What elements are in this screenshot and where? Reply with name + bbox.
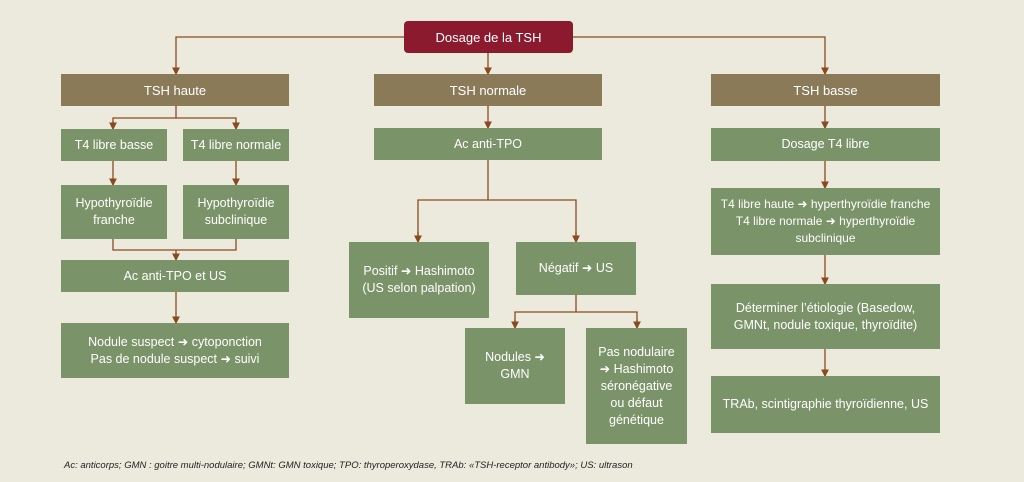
hypothyroid-subclinical-node: Hypothyroïdie subclinique [183,185,289,239]
etiology-node: Déterminer l’étiologie (Basedow, GMNt, n… [711,284,940,349]
root-node: Dosage de la TSH [404,21,573,53]
tsh-normal-header: TSH normale [374,74,602,106]
hypothyroid-frank-node: Hypothyroïdie franche [61,185,167,239]
no-nodule-node: Pas nodulaire ➜ Hashimoto séronégative o… [586,328,687,444]
t4-normal-node: T4 libre normale [183,129,289,161]
hyperthyroid-node: T4 libre haute ➜ hyperthyroïdie franche … [711,188,940,255]
nodule-followup-node: Nodule suspect ➜ cytoponction Pas de nod… [61,323,289,378]
t4-low-node: T4 libre basse [61,129,167,161]
ac-tpo-us-node: Ac anti-TPO et US [61,260,289,292]
footnote: Ac: anticorps; GMN : goitre multi-nodula… [64,460,633,471]
tsh-high-header: TSH haute [61,74,289,106]
negative-us-node: Négatif ➜ US [516,242,636,295]
tsh-low-header: TSH basse [711,74,940,106]
t4-dose-node: Dosage T4 libre [711,128,940,161]
positive-hashimoto-node: Positif ➜ Hashimoto (US selon palpation) [349,242,489,318]
nodules-gmn-node: Nodules ➜ GMN [465,328,565,404]
ac-tpo-node: Ac anti-TPO [374,128,602,160]
trab-node: TRAb, scintigraphie thyroïdienne, US [711,376,940,433]
